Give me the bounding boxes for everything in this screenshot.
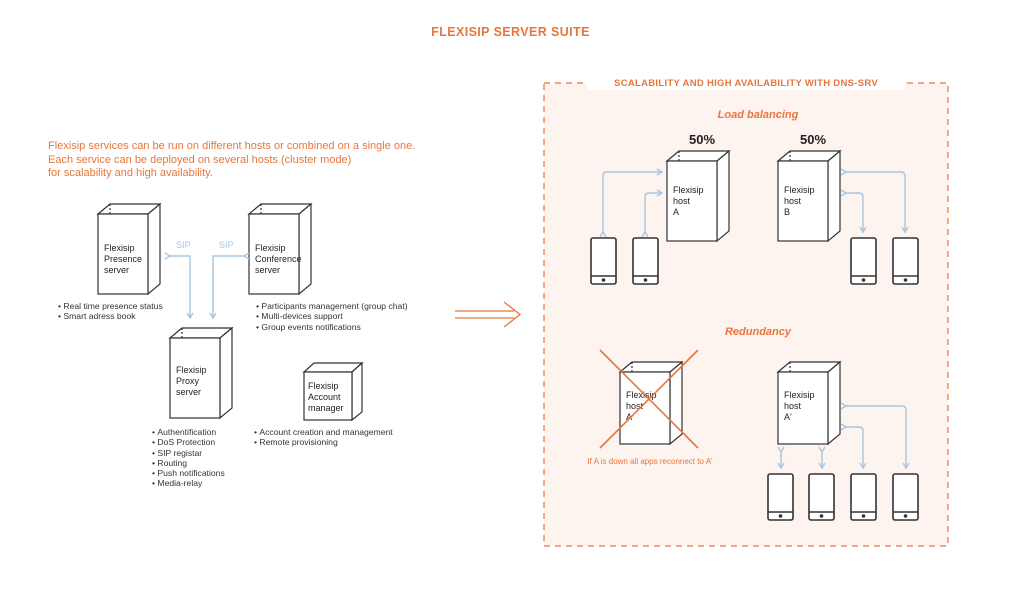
account-manager-label: Flexisip Account manager <box>308 381 344 413</box>
list-item: Push notifications <box>152 468 224 478</box>
host-a-prime-label: Flexisip host A' <box>784 390 817 422</box>
list-item: Account creation and management <box>254 427 392 437</box>
proxy-server-icon <box>168 326 234 420</box>
proxy-server-label: Flexisip Proxy server <box>176 365 209 397</box>
list-item: DoS Protection <box>152 437 225 447</box>
list-item: Routing <box>152 458 225 468</box>
scalability-title: SCALABILITY AND HIGH AVAILABILITY WITH D… <box>614 78 878 89</box>
list-item: SIP registar <box>152 448 225 458</box>
presence-features-list: Real time presence status Smart adress b… <box>58 301 163 322</box>
phone-icon <box>590 237 617 285</box>
down-cross-icon <box>599 349 699 449</box>
sip-label: SIP <box>176 240 191 250</box>
list-item: Group events notifications <box>256 322 408 332</box>
account-features-list: Account creation and management Remote p… <box>254 427 393 448</box>
sip-label: SIP <box>219 240 234 250</box>
phone-icon <box>892 473 919 521</box>
phone-icon <box>767 473 794 521</box>
redundancy-arrows <box>777 402 910 470</box>
list-item: Authentification <box>152 427 225 437</box>
presence-server-label: Flexisip Presence server <box>104 243 145 275</box>
conference-server-label: Flexisip Conference server <box>255 243 304 275</box>
redundancy-label: Redundancy <box>725 326 792 338</box>
failed-host-a-server-icon <box>618 360 684 446</box>
host-a-label: Flexisip host A <box>673 185 706 217</box>
conference-server-icon <box>247 202 313 296</box>
host-b-server-icon <box>776 149 842 243</box>
intro-line: for scalability and high availability. <box>48 167 213 179</box>
phone-icon <box>850 473 877 521</box>
intro-line: Flexisip services can be run on differen… <box>48 140 416 152</box>
phone-icon <box>892 237 919 285</box>
list-item: Multi-devices support <box>256 311 408 321</box>
scalability-panel <box>543 82 949 547</box>
list-item: Smart adress book <box>58 311 163 321</box>
intro-text: Flexisip services can be run on differen… <box>48 140 415 181</box>
list-item: Real time presence status <box>58 301 162 311</box>
transition-arrow-icon <box>455 301 522 328</box>
list-item: Participants management (group chat) <box>256 301 407 311</box>
conference-features-list: Participants management (group chat) Mul… <box>256 301 408 332</box>
host-b-share: 50% <box>800 132 826 147</box>
phone-icon <box>850 237 877 285</box>
load-balancing-label: Load balancing <box>718 109 799 121</box>
load-balancing-arrows <box>599 168 909 238</box>
intro-line: Each service can be deployed on several … <box>48 153 352 166</box>
phone-icon <box>632 237 659 285</box>
host-a-prime-server-icon <box>776 360 842 446</box>
redundancy-note: If A is down all apps reconnect to A' <box>587 457 713 466</box>
account-manager-icon <box>302 361 364 422</box>
host-b-label: Flexisip host B <box>784 185 817 217</box>
list-item: Media-relay <box>152 478 225 488</box>
phone-icon <box>808 473 835 521</box>
host-a-server-icon <box>665 149 731 243</box>
sip-connection-arrows <box>164 252 250 320</box>
host-a-share: 50% <box>689 132 715 147</box>
proxy-features-list: Authentification DoS Protection SIP regi… <box>152 427 225 489</box>
presence-server-icon <box>96 202 162 296</box>
page-title: FLEXISIP SERVER SUITE <box>431 25 590 39</box>
failed-host-a-label: Flexisip host A <box>626 390 659 422</box>
list-item: Remote provisioning <box>254 437 393 447</box>
